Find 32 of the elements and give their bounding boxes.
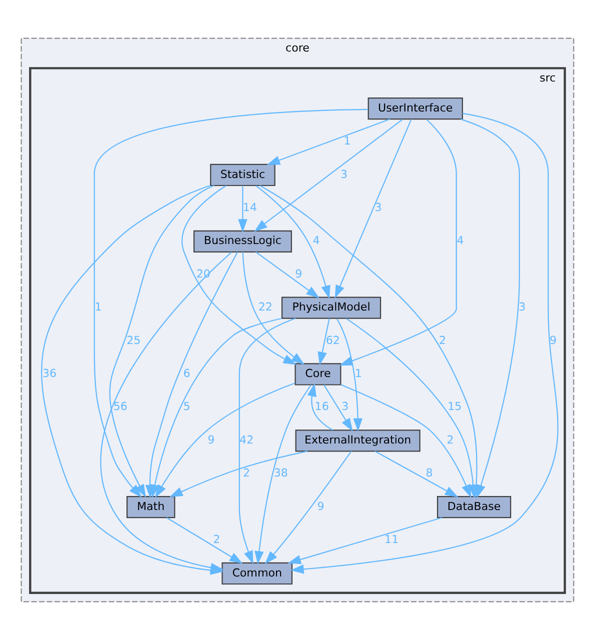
edge-label: 3 — [518, 300, 526, 314]
edge-label: 20 — [196, 266, 210, 280]
edge-label: 2 — [446, 432, 454, 446]
edge-label: 16 — [314, 400, 329, 413]
edge-label: 36 — [42, 366, 57, 380]
edge-label: 3 — [340, 167, 348, 180]
edge-label: 9 — [295, 266, 302, 280]
edge-label: 3 — [342, 400, 349, 413]
edge-label: 22 — [258, 300, 272, 314]
edge-label: 9 — [550, 333, 557, 346]
edge-label: 9 — [317, 499, 324, 512]
edge-label: 14 — [242, 200, 257, 214]
edge-label: 8 — [426, 466, 433, 480]
edge-label: 2 — [213, 532, 220, 546]
edge-label: 38 — [274, 466, 288, 480]
edge-label: 3 — [374, 200, 382, 214]
edge-label: 4 — [456, 234, 464, 247]
edge-label: 62 — [326, 333, 340, 346]
edge-label: 56 — [113, 400, 128, 413]
edge-label: 2 — [243, 466, 250, 480]
edge-label: 15 — [448, 400, 462, 413]
edge-label: 9 — [208, 432, 215, 446]
edge-label: 25 — [126, 333, 141, 346]
edge-label: 1 — [344, 134, 351, 148]
edge-label: 5 — [183, 400, 190, 413]
edge-label: 1 — [354, 366, 362, 380]
edge-label: 2 — [438, 333, 446, 346]
edge-label: 4 — [312, 234, 320, 247]
edge-label: 11 — [384, 532, 399, 546]
edge-label: 6 — [183, 366, 190, 380]
edge-label: 42 — [240, 432, 254, 446]
edge-label: 1 — [94, 300, 102, 314]
